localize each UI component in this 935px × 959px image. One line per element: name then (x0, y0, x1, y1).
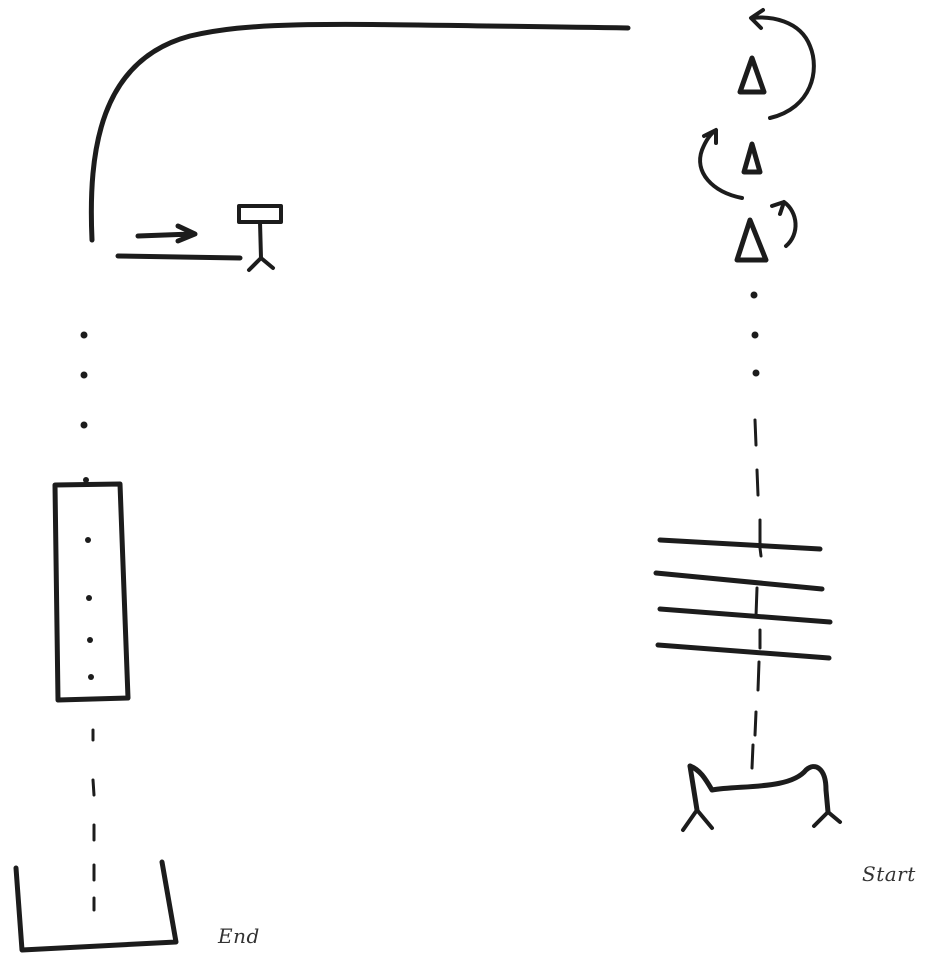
approach-arrow-icon (138, 226, 195, 241)
cone-bottom-icon (737, 220, 766, 260)
start-bench-icon (683, 766, 840, 830)
tall-mat (55, 484, 128, 700)
ground-line (118, 256, 240, 258)
mat-dotted-line (83, 477, 94, 680)
curve-arrow-middle-icon (700, 130, 742, 198)
top-curve-path (91, 24, 628, 240)
left-dashed-line-lower (93, 730, 94, 910)
left-dotted-line-upper (81, 332, 88, 429)
start-label: Start (862, 862, 916, 886)
end-box (16, 862, 176, 950)
end-label: End (218, 924, 260, 948)
curve-arrow-top-icon (751, 10, 814, 118)
cone-middle-icon (744, 144, 760, 172)
right-dotted-line (751, 292, 760, 377)
curve-arrow-bottom-icon (772, 202, 796, 246)
hurdle-stand-icon (239, 206, 281, 270)
cone-top-icon (740, 58, 764, 92)
ladder-rungs (656, 540, 830, 658)
